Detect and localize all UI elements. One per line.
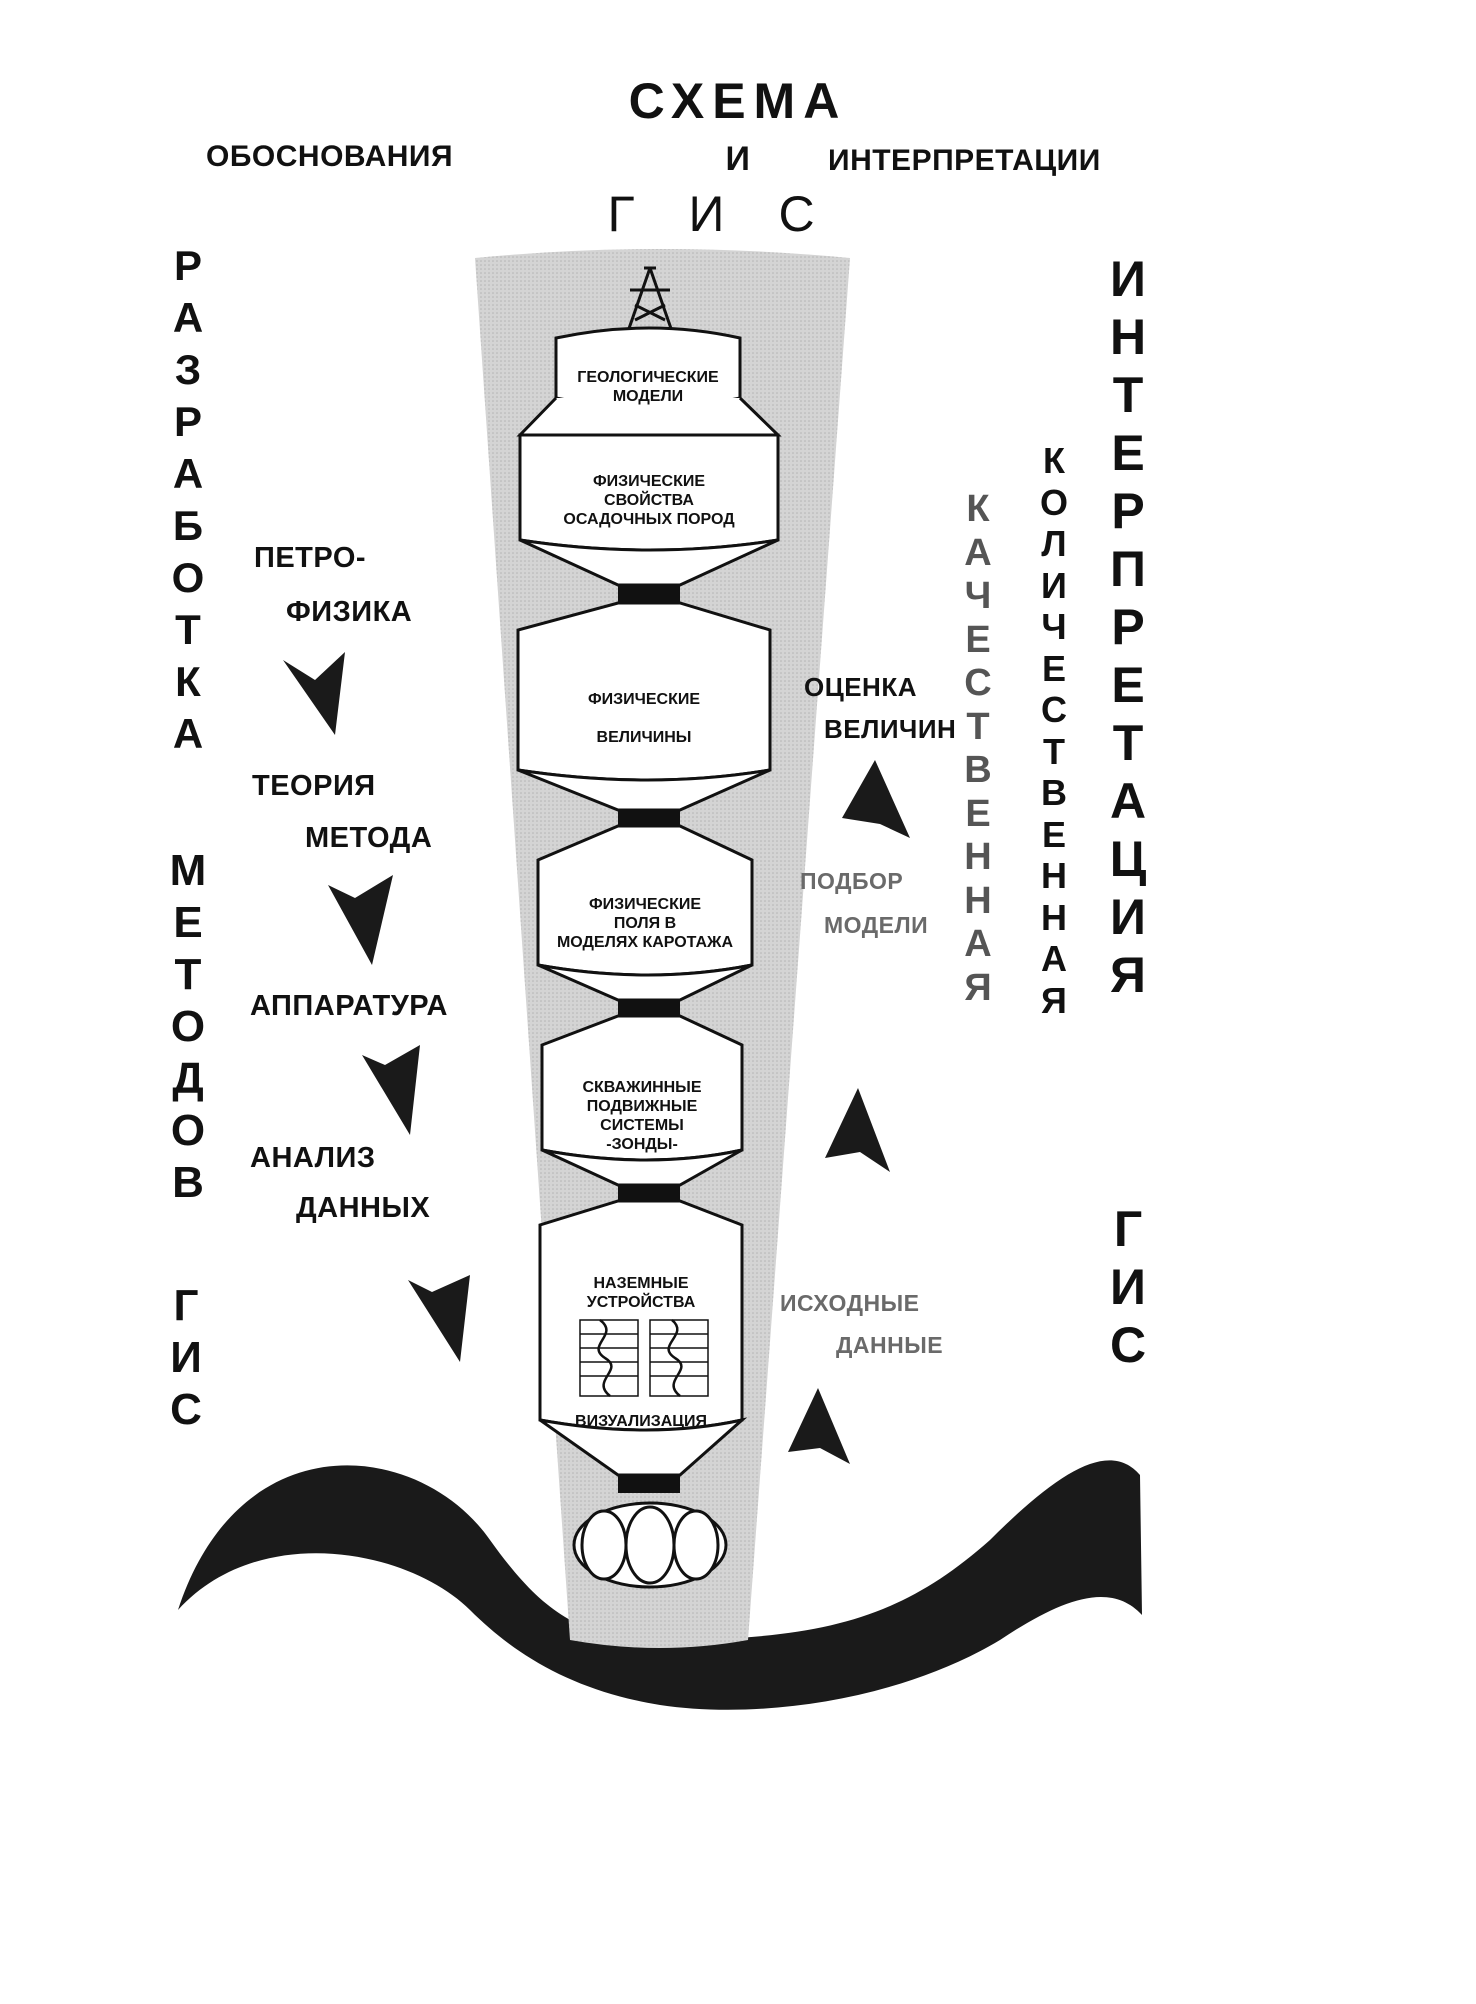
label-apparatura: АППАРАТУРА (250, 990, 448, 1022)
vertical-word: М Е Т О Д О В (169, 846, 207, 1207)
title-substantiation: ОБОСНОВАНИЯ (206, 140, 454, 173)
connector-4 (618, 1185, 680, 1201)
vertical-word: Г И С (170, 1281, 202, 1434)
stage-label-borehole: СКВАЖИННЫЕ ПОДВИЖНЫЕ СИСТЕМЫ -ЗОНДЫ- (582, 1079, 702, 1153)
vertical-word: И Н Т Е Р П Р Е Т А Ц И Я (1109, 251, 1147, 1003)
label-ishodnye: ИСХОДНЫЕ (780, 1290, 920, 1316)
stage-physical-quantities (516, 601, 772, 812)
label-velichin: ВЕЛИЧИН (824, 714, 957, 744)
stage-label-visualization: ВИЗУАЛИЗАЦИЯ (575, 1413, 707, 1430)
label-ocenka: ОЦЕНКА (804, 672, 917, 702)
connector-2 (618, 810, 680, 826)
log-chart-left (579, 1319, 639, 1397)
label-teoriya: ТЕОРИЯ (252, 770, 376, 802)
left-vertical-methods: М Е Т О Д О В (165, 845, 211, 1209)
arrow-down-3 (362, 1045, 420, 1135)
stage-geological-models (516, 326, 782, 437)
stage-borehole-systems (540, 1014, 744, 1187)
label-dannyh: ДАННЫХ (296, 1192, 431, 1224)
label-analiz: АНАЛИЗ (250, 1142, 376, 1174)
stage-label-geological: ГЕОЛОГИЧЕСКИЕ МОДЕЛИ (577, 369, 719, 405)
derrick-icon (623, 266, 677, 341)
left-vertical-gis: Г И С (163, 1280, 209, 1436)
label-metoda: МЕТОДА (305, 822, 433, 854)
connector-3 (618, 1000, 680, 1016)
arrow-up-2 (825, 1088, 890, 1172)
stage-label-properties: ФИЗИЧЕСКИЕ СВОЙСТВА ОСАДОЧНЫХ ПОРОД (563, 473, 735, 528)
left-vertical-development: Р А З Р А Б О Т К А (168, 240, 208, 760)
stage-label-quantities-a: ФИЗИЧЕСКИЕ (587, 691, 701, 708)
stage-physical-properties (518, 433, 780, 587)
arrow-down-1 (283, 652, 345, 735)
right-vertical-gis: Г И С (1100, 1200, 1156, 1374)
right-vertical-quantitative: К О Л И Ч Е С Т В Е Н Н А Я (1034, 440, 1074, 1021)
sensor-pod-icon (572, 1501, 728, 1589)
label-dannye: ДАННЫЕ (836, 1332, 944, 1358)
title-interpretation: ИНТЕРПРЕТАЦИИ (828, 144, 1101, 177)
label-fizika: ФИЗИКА (286, 596, 413, 628)
vertical-word: К А Ч Е С Т В Е Н Н А Я (964, 488, 992, 1009)
stage-label-surface: НАЗЕМНЫЕ УСТРОЙСТВА (586, 1275, 696, 1311)
stage-physical-fields (536, 824, 754, 1002)
diagram-title: СХЕМА (628, 73, 848, 129)
label-petro: ПЕТРО- (254, 542, 367, 574)
ground-wave (178, 1460, 1142, 1710)
vertical-word: Г И С (1109, 1201, 1147, 1373)
log-chart-right (649, 1319, 709, 1397)
arrow-up-1 (842, 760, 910, 838)
connector-5 (618, 1475, 680, 1493)
title-and: И (725, 140, 751, 178)
right-vertical-interpretation: И Н Т Е Р П Р Е Т А Ц И Я (1100, 250, 1156, 1004)
stage-label-quantities-b: ВЕЛИЧИНЫ (596, 729, 692, 746)
vertical-word: К О Л И Ч Е С Т В Е Н Н А Я (1039, 440, 1068, 1021)
arrow-up-3 (788, 1388, 850, 1464)
connector-1 (618, 585, 680, 603)
arrow-down-2 (328, 875, 393, 965)
label-modeli: МОДЕЛИ (824, 912, 929, 938)
arrow-down-4 (408, 1275, 470, 1362)
right-vertical-qualitative: К А Ч Е С Т В Е Н Н А Я (958, 488, 998, 1010)
vertical-word: Р А З Р А Б О Т К А (171, 242, 205, 757)
stage-label-fields: ФИЗИЧЕСКИЕ ПОЛЯ В МОДЕЛЯХ КАРОТАЖА (556, 896, 734, 951)
label-podbor: ПОДБОР (800, 868, 904, 894)
title-gis: ГИС (607, 186, 869, 242)
stage-surface-devices (538, 1199, 748, 1477)
